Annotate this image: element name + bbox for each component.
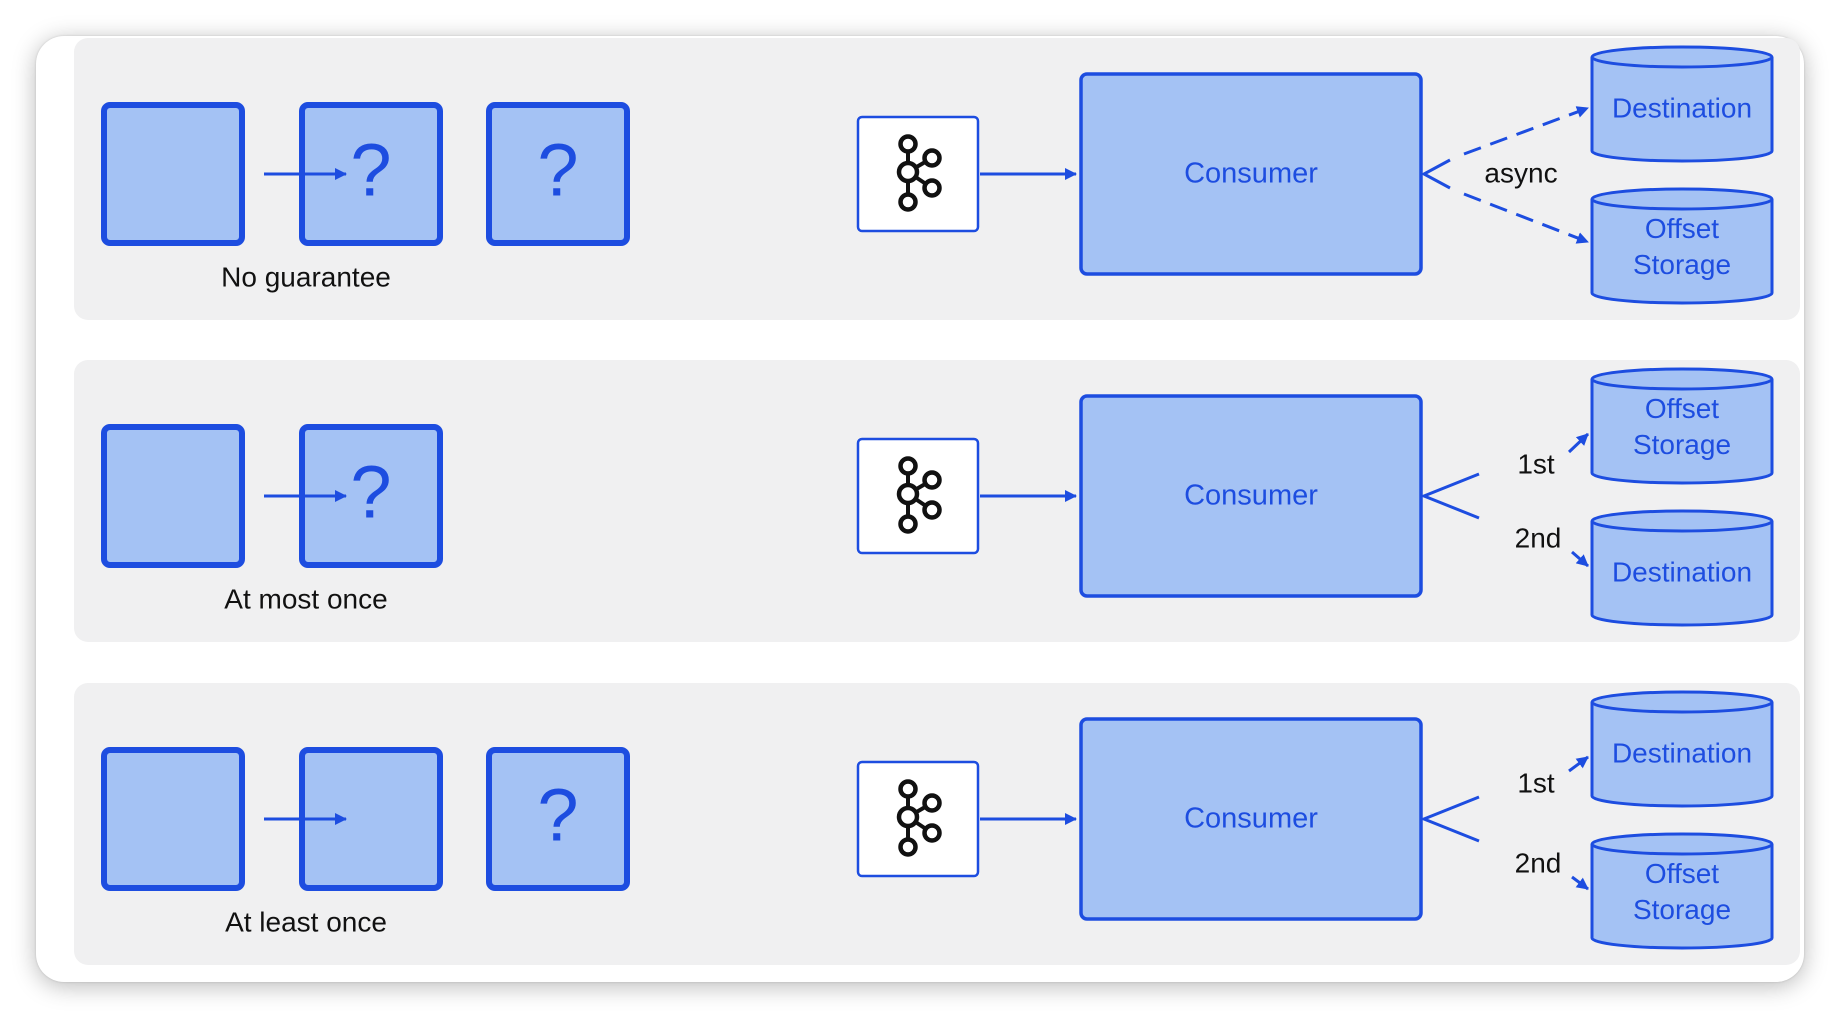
kafka-icon-node: [898, 134, 918, 154]
kafka-icon-node: [898, 514, 918, 534]
kafka-icon-node: [898, 779, 918, 799]
kafka-icon-node: [922, 793, 942, 813]
storage-cylinder: Destination: [1590, 509, 1774, 627]
row-caption: No guarantee: [221, 261, 391, 292]
edge-label: 1st: [1517, 448, 1555, 479]
message-box-rect: [486, 102, 630, 246]
edge-label: 1st: [1517, 767, 1555, 798]
kafka-icon-node: [922, 148, 942, 168]
consumer-label: Consumer: [1184, 480, 1318, 512]
fork-chevron: [1419, 472, 1480, 520]
edge-label: 2nd: [1515, 522, 1562, 553]
kafka-icon-node: [922, 823, 942, 843]
kafka-icon-node: [922, 470, 942, 490]
message-box: [101, 102, 245, 246]
fork-chevron: [1420, 158, 1451, 190]
write-arrow: [1568, 755, 1589, 773]
row-caption: At most once: [224, 583, 387, 614]
write-arrow: [1567, 432, 1590, 454]
cylinder-top: [1590, 187, 1774, 211]
kafka-icon-node: [898, 837, 918, 857]
question-mark: ?: [537, 129, 578, 212]
message-box: ?: [486, 102, 630, 246]
message-box: ?: [299, 424, 443, 568]
message-box: [101, 747, 245, 891]
cylinder-body: [1590, 57, 1774, 163]
kafka-icon-node: [896, 160, 920, 184]
cylinder-body: [1590, 702, 1774, 808]
kafka-icon-node: [896, 482, 920, 506]
message-box-rect: [101, 424, 245, 568]
async-arrow: [1463, 106, 1589, 156]
cylinder-top: [1590, 509, 1774, 533]
storage-cylinder: Destination: [1590, 690, 1774, 808]
question-mark: ?: [537, 774, 578, 857]
write-arrow: [1571, 550, 1589, 568]
cylinder-body: [1590, 379, 1774, 485]
row-caption: At least once: [225, 906, 387, 937]
cylinder-body: [1590, 199, 1774, 305]
kafka-icon-node: [896, 805, 920, 829]
kafka-icon: [856, 437, 980, 555]
kafka-icon: [856, 115, 980, 233]
edge-label: 2nd: [1515, 847, 1562, 878]
question-mark: ?: [350, 451, 391, 534]
consumer-label: Consumer: [1184, 158, 1318, 190]
message-box: [101, 424, 245, 568]
question-mark: ?: [350, 129, 391, 212]
kafka-icon: [856, 760, 980, 878]
cylinder-top: [1590, 832, 1774, 856]
label-mask: [1476, 156, 1564, 192]
message-box: ?: [486, 747, 630, 891]
consumer-label: Consumer: [1184, 803, 1318, 835]
message-box-rect: [486, 747, 630, 891]
kafka-icon-node: [922, 500, 942, 520]
cylinder-top: [1590, 367, 1774, 391]
kafka-icon-node: [922, 178, 942, 198]
cylinder-top: [1590, 45, 1774, 69]
message-box: ?: [299, 102, 443, 246]
kafka-icon-node: [898, 192, 918, 212]
edge-label: async: [1484, 157, 1557, 188]
cylinder-label: Destination: [1612, 92, 1752, 123]
fork-chevron: [1419, 795, 1480, 843]
async-arrow: [1463, 192, 1589, 244]
message-box-rect: [101, 747, 245, 891]
write-arrow: [1571, 875, 1589, 891]
kafka-icon-node: [898, 456, 918, 476]
cylinder-label: Destination: [1612, 737, 1752, 768]
cylinder-label: Destination: [1612, 556, 1752, 587]
storage-cylinder: Destination: [1590, 45, 1774, 163]
cylinder-body: [1590, 844, 1774, 950]
cylinder-body: [1590, 521, 1774, 627]
cylinder-top: [1590, 690, 1774, 714]
message-box-rect: [101, 102, 245, 246]
